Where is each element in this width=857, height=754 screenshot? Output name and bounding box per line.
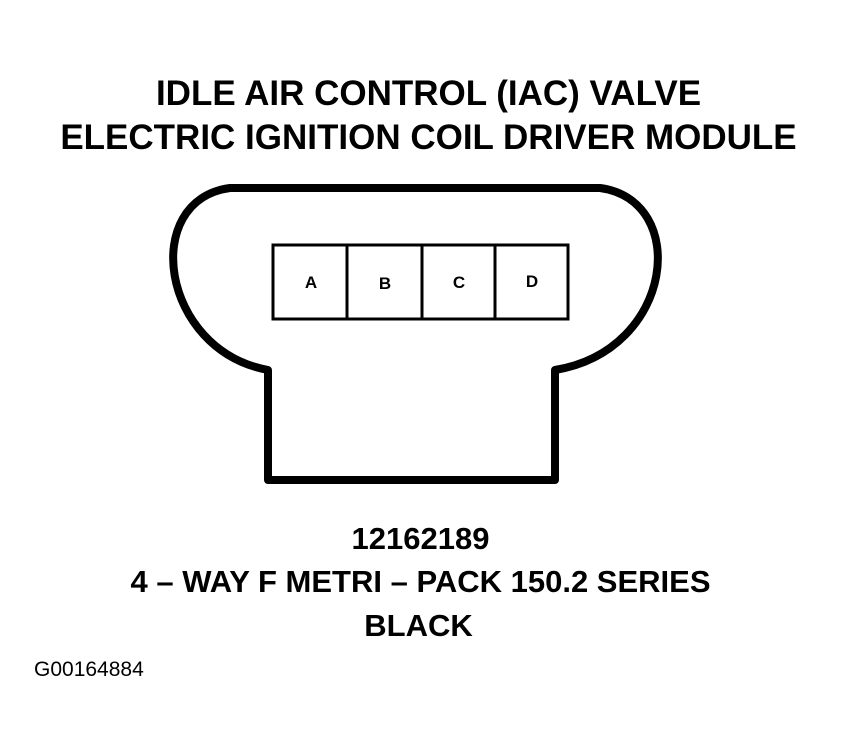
diagram-title-line-1: IDLE AIR CONTROL (IAC) VALVE <box>155 74 702 113</box>
diagram-title-line-2: ELECTRIC IGNITION COIL DRIVER MODULE <box>60 118 797 157</box>
connector-description: 4 – WAY F METRI – PACK 150.2 SERIES <box>130 564 711 599</box>
pin-cavity-block <box>271 243 570 321</box>
pin-label-a: A <box>305 273 317 292</box>
part-number: 12162189 <box>351 521 490 556</box>
pin-label-b: B <box>379 274 391 293</box>
connector-color: BLACK <box>364 608 473 643</box>
connector-housing-outline <box>169 184 662 484</box>
pin-label-c: C <box>453 273 465 292</box>
figure-id: G00164884 <box>34 658 144 681</box>
pin-label-d: D <box>526 272 538 291</box>
